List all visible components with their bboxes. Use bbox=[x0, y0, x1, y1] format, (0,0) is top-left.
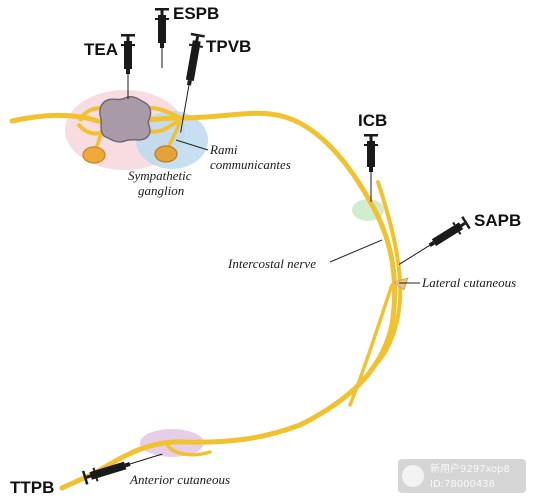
lateral-cutaneous-sprout bbox=[393, 277, 409, 291]
anterior-branch bbox=[166, 444, 212, 457]
watermark-line2: ID:78000438 bbox=[430, 479, 495, 490]
label-anterior: Anterior cutaneous bbox=[129, 472, 230, 487]
ttpb-syringe-icon bbox=[81, 453, 163, 485]
dorsal-ganglion-left bbox=[82, 146, 106, 164]
label-rami-line2: communicantes bbox=[210, 157, 291, 172]
inner-branch bbox=[348, 283, 394, 407]
label-icb: ICB bbox=[358, 111, 387, 130]
label-intercostal: Intercostal nerve bbox=[227, 256, 316, 271]
rami-pointer bbox=[175, 139, 209, 151]
espb-syringe-icon bbox=[155, 8, 169, 68]
intercostal-pointer bbox=[329, 239, 383, 263]
icb-syringe-icon bbox=[364, 134, 378, 202]
sympathetic-ganglion bbox=[154, 145, 178, 163]
label-espb: ESPB bbox=[173, 4, 219, 23]
watermark-logo-icon bbox=[402, 465, 424, 487]
label-tea: TEA bbox=[84, 40, 118, 59]
label-symp-line1: Sympathetic bbox=[128, 168, 192, 183]
tpvb-syringe-icon bbox=[180, 32, 205, 133]
label-ttpb: TTPB bbox=[10, 478, 54, 497]
label-sapb: SAPB bbox=[474, 211, 521, 230]
spinal-cord bbox=[99, 95, 152, 143]
intercostal-nerve-trunk bbox=[9, 110, 398, 491]
lateral-branch bbox=[376, 180, 403, 364]
tea-syringe-icon bbox=[121, 34, 135, 99]
watermark-line1: 新用户9297xop8 bbox=[430, 462, 510, 475]
watermark: 新用户9297xop8 ID:78000438 bbox=[398, 459, 526, 493]
sapb-syringe-icon bbox=[398, 216, 471, 265]
label-symp-line2: ganglion bbox=[138, 183, 184, 198]
label-lateral: Lateral cutaneous bbox=[421, 275, 516, 290]
label-tpvb: TPVB bbox=[206, 37, 251, 56]
label-rami-line1: Rami bbox=[209, 142, 238, 157]
